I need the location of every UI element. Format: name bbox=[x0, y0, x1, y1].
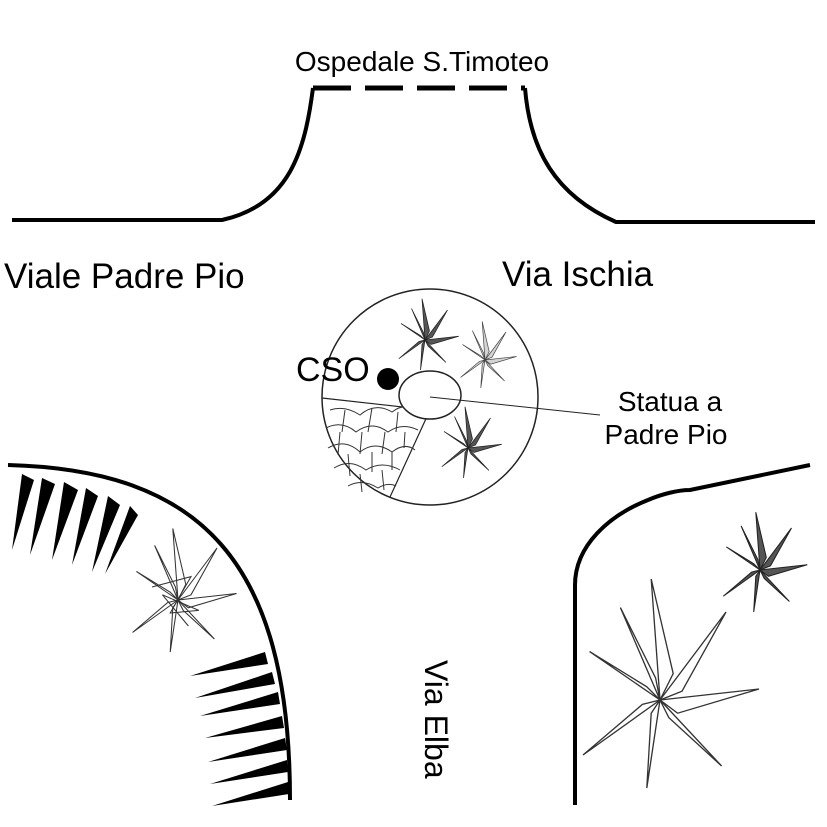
plant-icon bbox=[131, 527, 238, 653]
paving-cobbles bbox=[325, 406, 421, 493]
plant-icon bbox=[398, 298, 460, 371]
cso-marker-dot bbox=[377, 368, 399, 390]
statue-leader-line bbox=[429, 396, 601, 416]
road-edge-north-west bbox=[12, 87, 315, 222]
road-edge-south-east bbox=[573, 463, 811, 805]
road-edge-south-west bbox=[7, 463, 292, 801]
road-edge-north-east bbox=[523, 87, 815, 224]
hospital-label: Ospedale S.Timoteo bbox=[295, 46, 549, 77]
road-label-west: Viale Padre Pio bbox=[4, 257, 245, 296]
roundabout bbox=[321, 288, 601, 506]
statue-label-line1: Statua a bbox=[618, 386, 723, 417]
plant-icon bbox=[581, 577, 761, 790]
plant-icon bbox=[722, 511, 808, 613]
plant-icon bbox=[460, 321, 517, 389]
road-edges bbox=[7, 85, 815, 805]
plant-icon bbox=[441, 406, 503, 479]
road-label-south: Via Elba bbox=[418, 660, 454, 779]
cso-label: CSO bbox=[296, 351, 370, 389]
spike-hedge-icon bbox=[12, 474, 138, 574]
statue-base bbox=[398, 370, 462, 420]
roundabout-ring bbox=[321, 288, 539, 506]
road-label-east: Via Ischia bbox=[502, 255, 654, 294]
spike-hedge-icon bbox=[190, 652, 289, 806]
statue-label-line2: Padre Pio bbox=[605, 419, 728, 450]
